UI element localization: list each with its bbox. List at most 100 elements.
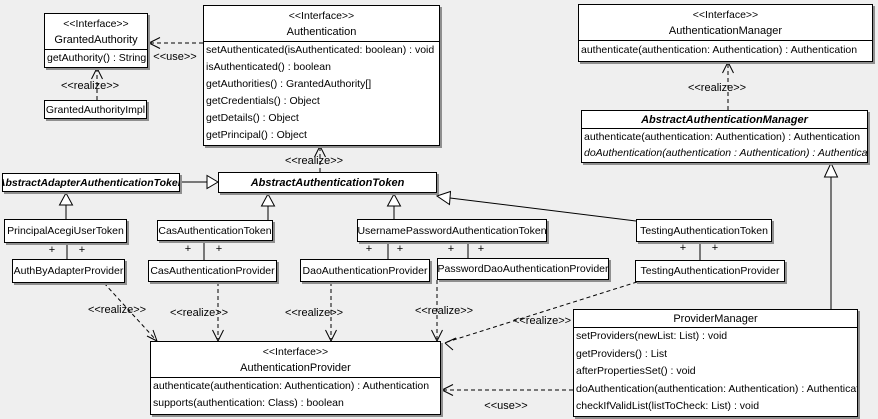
- class-cas-authentication-token[interactable]: CasAuthenticationToken: [157, 220, 273, 241]
- class-provider-manager[interactable]: ProviderManager setProviders(newList: Li…: [573, 309, 858, 417]
- class-granted-authority-impl[interactable]: GrantedAuthorityImpl: [44, 100, 147, 119]
- class-name: ProviderManager: [673, 313, 758, 325]
- class-auth-by-adapter-provider[interactable]: AuthByAdapterProvider: [12, 259, 125, 283]
- class-name: CasAuthenticationToken: [158, 224, 272, 237]
- method: supports(authentication: Class) : boolea…: [153, 397, 344, 409]
- methods-compartment: setProviders(newList: List) : void getPr…: [574, 327, 857, 416]
- class-password-dao-authentication-provider[interactable]: PasswordDaoAuthenticationProvider: [437, 258, 609, 280]
- methods-compartment: getAuthority() : String: [45, 49, 147, 67]
- class-name: TestingAuthenticationProvider: [640, 265, 780, 277]
- association-visibility-plus: +: [48, 244, 56, 256]
- class-name: PasswordDaoAuthenticationProvider: [437, 263, 609, 275]
- method: isAuthenticated() : boolean: [206, 61, 331, 73]
- realize-abstractmanager-arrowhead: [722, 61, 734, 74]
- realize-label: <<realize>>: [414, 305, 474, 317]
- realize-label: <<realize>>: [284, 307, 344, 319]
- method: authenticate(authentication: Authenticat…: [581, 44, 858, 56]
- method: getAuthorities() : GrantedAuthority[]: [206, 78, 372, 90]
- class-name: AuthenticationManager: [668, 25, 783, 37]
- method: checkIfValidList(listToCheck: List) : vo…: [576, 400, 760, 413]
- class-authentication[interactable]: <<Interface>> Authentication setAuthenti…: [203, 5, 440, 146]
- class-authentication-manager[interactable]: <<Interface>> AuthenticationManager auth…: [578, 4, 873, 62]
- association-visibility-plus: +: [396, 243, 404, 255]
- class-name: AbstractAuthenticationToken: [250, 176, 405, 189]
- methods-compartment: authenticate(authentication: Authenticat…: [582, 128, 867, 161]
- use-authentication-arrowhead: [148, 37, 161, 49]
- class-name: AbstractAuthenticationManager: [641, 114, 808, 126]
- class-header: <<Interface>> Authentication: [204, 6, 439, 41]
- class-header: <<Interface>> AuthenticationManager: [579, 5, 872, 40]
- generalization-abstractadapter-to-abstracttoken: [181, 174, 219, 190]
- method: getCredentials() : Object: [206, 95, 320, 107]
- realize-label: <<realize>>: [60, 80, 120, 92]
- method: authenticate(authentication: Authenticat…: [584, 131, 861, 143]
- class-name: AuthenticationProvider: [240, 362, 351, 374]
- realize-authbyadapterprovider-arrowhead: [146, 329, 158, 342]
- stereotype-label: <<Interface>>: [288, 10, 355, 22]
- class-name: CasAuthenticationProvider: [150, 265, 275, 277]
- association-visibility-plus: +: [447, 243, 455, 255]
- class-granted-authority[interactable]: <<Interface>> GrantedAuthority getAuthor…: [44, 13, 148, 68]
- method: afterPropertiesSet() : void: [576, 365, 696, 378]
- realize-daoprovider-arrowhead: [325, 329, 337, 342]
- class-name: TestingAuthenticationToken: [640, 224, 768, 237]
- class-header: ProviderManager: [574, 310, 857, 327]
- stereotype-label: <<Interface>>: [692, 9, 759, 21]
- realize-abstracttoken-arrowhead: [314, 145, 326, 158]
- class-cas-authentication-provider[interactable]: CasAuthenticationProvider: [148, 260, 277, 282]
- generalization-cas-to-abstracttoken: [260, 192, 276, 220]
- realize-label: <<realize>>: [87, 304, 147, 316]
- method: authenticate(authentication: Authenticat…: [153, 380, 430, 392]
- method: setProviders(newList: List) : void: [576, 330, 728, 342]
- stereotype-label: <<Interface>>: [262, 346, 329, 358]
- realize-testingprovider-arrowhead: [444, 337, 457, 351]
- class-abstract-authentication-token[interactable]: AbstractAuthenticationToken: [218, 172, 437, 193]
- realize-testingprovider: [446, 281, 638, 343]
- generalization-principal-to-abstractadapter: [58, 191, 74, 219]
- abstract-method: doAuthentication(authentication : Authen…: [584, 147, 868, 159]
- class-principal-acegi-user-token[interactable]: PrincipalAcegiUserToken: [4, 219, 127, 243]
- realize-passworddaoprovider-arrowhead: [431, 329, 443, 342]
- class-testing-authentication-token[interactable]: TestingAuthenticationToken: [636, 219, 772, 242]
- class-name: UsernamePasswordAuthenticationToken: [357, 224, 547, 237]
- class-username-password-authentication-token[interactable]: UsernamePasswordAuthenticationToken: [357, 219, 547, 242]
- realize-label: <<realize>>: [512, 315, 572, 327]
- use-label: <<use>>: [153, 51, 197, 63]
- class-abstract-authentication-manager[interactable]: AbstractAuthenticationManager authentica…: [581, 110, 868, 163]
- class-name: PrincipalAcegiUserToken: [7, 225, 124, 237]
- class-name: DaoAuthenticationProvider: [302, 264, 428, 277]
- class-name: Authentication: [286, 26, 357, 38]
- realize-casprovider-arrowhead: [212, 329, 224, 342]
- association-visibility-plus: +: [477, 243, 485, 255]
- methods-compartment: authenticate(authentication: Authenticat…: [579, 40, 872, 59]
- use-providermanager-arrowhead: [441, 384, 454, 396]
- method: getProviders() : List: [576, 347, 668, 360]
- class-name: GrantedAuthority: [54, 34, 138, 46]
- method: setAuthenticated(isAuthenticated: boolea…: [206, 44, 435, 56]
- generalization-testingtoken-to-abstracttoken: [435, 190, 637, 222]
- methods-compartment: setAuthenticated(isAuthenticated: boolea…: [204, 41, 439, 144]
- methods-compartment: authenticate(authentication: Authenticat…: [151, 377, 440, 412]
- realize-label: <<realize>>: [284, 155, 344, 167]
- class-header: <<Interface>> GrantedAuthority: [45, 14, 147, 49]
- class-authentication-provider[interactable]: <<Interface>> AuthenticationProvider aut…: [150, 341, 441, 415]
- method: getAuthority() : String: [47, 52, 147, 64]
- realize-label: <<realize>>: [169, 307, 229, 319]
- class-name: AuthByAdapterProvider: [13, 265, 124, 277]
- association-visibility-plus: +: [78, 244, 86, 256]
- use-label: <<use>>: [484, 400, 528, 412]
- association-visibility-plus: +: [711, 242, 719, 254]
- generalization-providermanager-to-abstractmanager: [823, 161, 839, 309]
- method: getPrincipal() : Object: [206, 129, 307, 141]
- class-testing-authentication-provider[interactable]: TestingAuthenticationProvider: [635, 260, 785, 282]
- class-dao-authentication-provider[interactable]: DaoAuthenticationProvider: [300, 259, 430, 282]
- method: getDetails() : Object: [206, 112, 299, 124]
- class-abstract-adapter-authentication-token[interactable]: AbstractAdapterAuthenticationToken: [2, 173, 180, 192]
- association-visibility-plus: +: [679, 242, 687, 254]
- realize-grantedauthorityimpl-arrowhead: [91, 67, 103, 80]
- method: doAuthentication(authentication: Authent…: [576, 382, 858, 395]
- association-visibility-plus: +: [215, 243, 223, 255]
- realize-authbyadapterprovider: [103, 282, 157, 341]
